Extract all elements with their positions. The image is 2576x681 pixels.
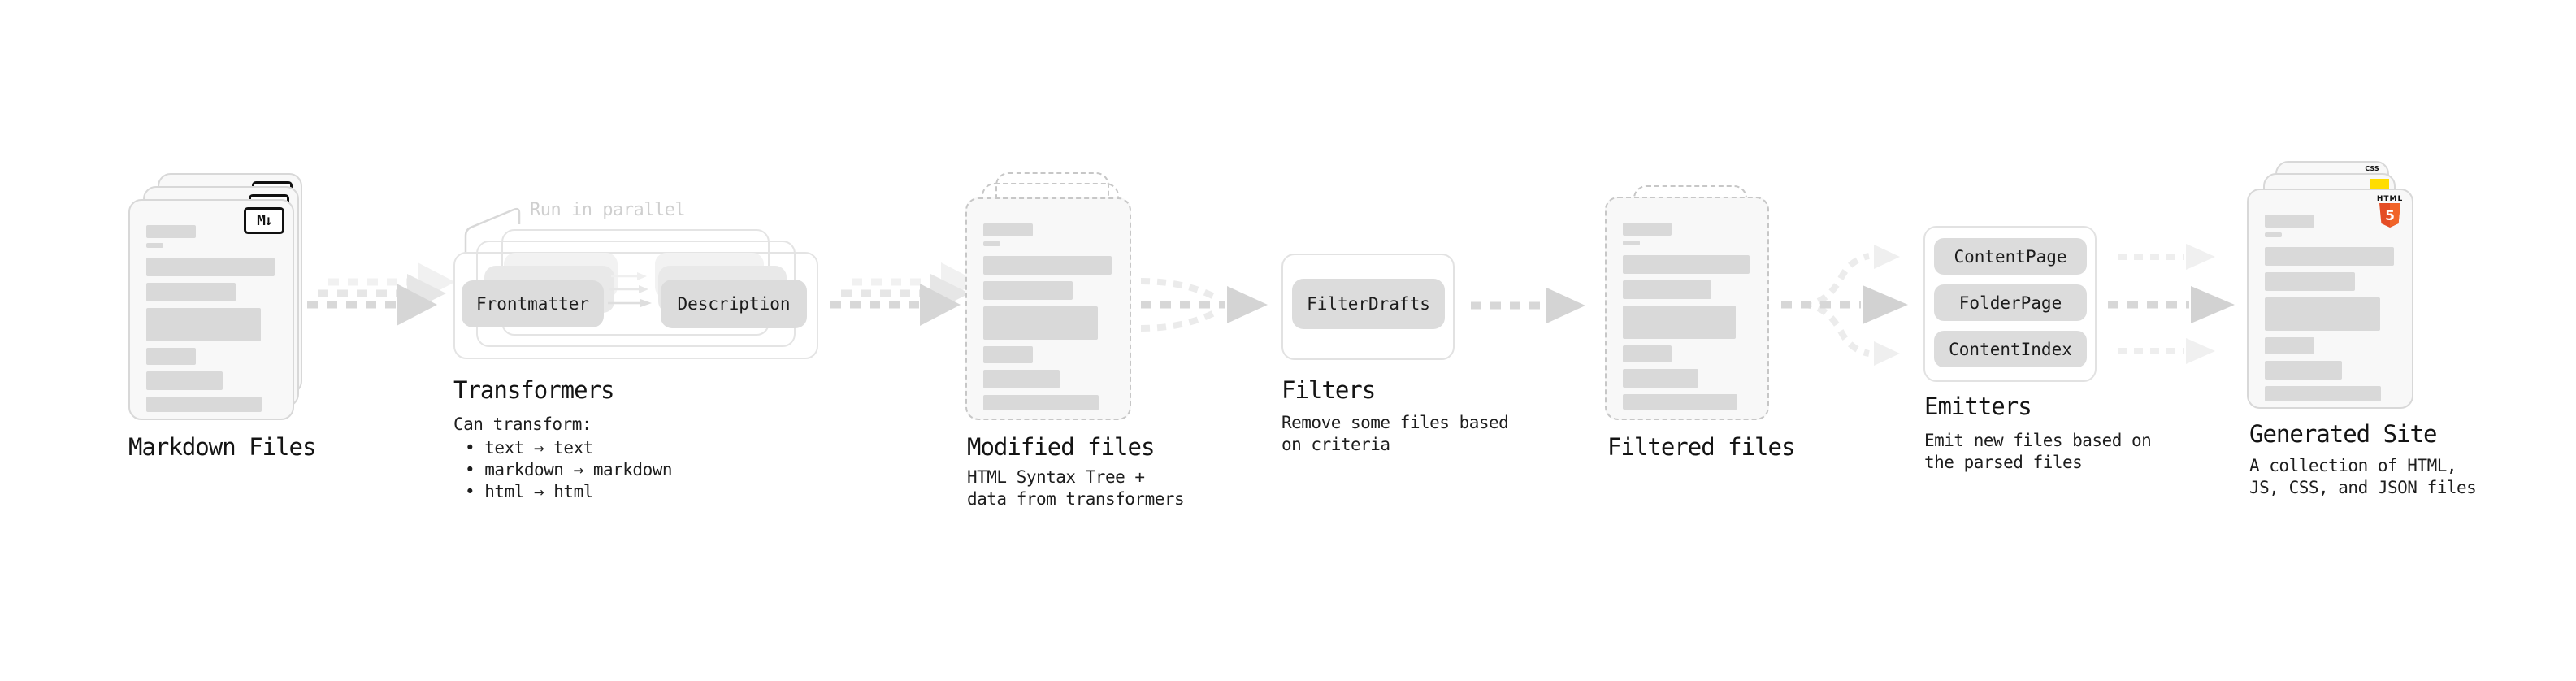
css-icon-label: CSS	[2365, 165, 2379, 172]
modified-files-heading: Modified files	[967, 433, 1155, 461]
caption-line: on criteria	[1281, 435, 1390, 454]
arrow-emitter-top	[2118, 244, 2215, 270]
markdown-doc-front: M↓	[128, 199, 294, 420]
folderpage-emitter: FolderPage	[1934, 284, 2087, 321]
caption-line: A collection of HTML,	[2249, 456, 2457, 475]
emitters-heading: Emitters	[1924, 393, 2032, 420]
filters-heading: Filters	[1281, 376, 1376, 404]
caption-line: Emit new files based on	[1924, 431, 2152, 450]
transformer-run-outline-front	[453, 252, 818, 359]
filterdrafts-filter: FilterDrafts	[1292, 279, 1445, 329]
transformers-bullet: • markdown → markdown	[465, 460, 673, 479]
doc-text-placeholder	[1623, 223, 1751, 410]
filters-caption: Remove some files based on criteria	[1281, 412, 1509, 456]
svg-text:5: 5	[2385, 208, 2395, 224]
arrow-filtered-to-emitters	[1781, 245, 1908, 366]
caption-line: data from transformers	[967, 489, 1185, 509]
parallel-bracket-line	[464, 207, 521, 254]
html5-icon: HTML 5	[2376, 195, 2404, 228]
caption-line: JS, CSS, and JSON files	[2249, 478, 2477, 497]
caption-line: Remove some files based	[1281, 413, 1509, 432]
transformers-caption-title: Can transform:	[453, 414, 592, 434]
arrow-modified-to-filters	[1140, 278, 1268, 332]
filtered-doc-front	[1605, 197, 1769, 420]
html5-icon-label: HTML	[2376, 195, 2404, 203]
js-icon	[2370, 179, 2389, 189]
markdown-icon: M↓	[244, 207, 284, 234]
arrow-markdown-to-transformers	[307, 262, 455, 326]
modified-files-caption: HTML Syntax Tree + data from transformer…	[967, 466, 1185, 510]
contentpage-emitter: ContentPage	[1934, 238, 2087, 275]
filtered-files-heading: Filtered files	[1607, 433, 1795, 461]
run-in-parallel-note: Run in parallel	[530, 200, 686, 220]
transformer-flow-arrows	[608, 272, 652, 307]
doc-text-placeholder	[2265, 215, 2396, 401]
markdown-files-heading: Markdown Files	[128, 433, 316, 461]
generated-doc-html: HTML 5	[2247, 189, 2413, 409]
arrow-filters-to-filtered	[1471, 288, 1585, 323]
arrow-emitter-bottom	[2118, 338, 2215, 364]
doc-text-placeholder	[146, 225, 276, 412]
doc-text-placeholder	[983, 223, 1113, 410]
transformers-bullet: • html → html	[465, 482, 593, 501]
description-transformer: Description	[661, 280, 807, 328]
caption-line: the parsed files	[1924, 453, 2083, 472]
transformers-heading: Transformers	[453, 376, 615, 404]
emitters-caption: Emit new files based on the parsed files	[1924, 430, 2152, 474]
contentindex-emitter: ContentIndex	[1934, 331, 2087, 367]
generated-site-heading: Generated Site	[2249, 420, 2437, 448]
caption-line: HTML Syntax Tree +	[967, 467, 1145, 487]
arrow-emitter-middle	[2108, 286, 2235, 323]
modified-doc-front	[965, 197, 1131, 420]
transformers-bullet: • text → text	[465, 438, 593, 458]
generated-site-caption: A collection of HTML, JS, CSS, and JSON …	[2249, 455, 2477, 499]
arrow-transformers-to-modified	[830, 262, 978, 326]
html5-shield: 5	[2379, 203, 2400, 228]
frontmatter-transformer: Frontmatter	[462, 280, 604, 327]
